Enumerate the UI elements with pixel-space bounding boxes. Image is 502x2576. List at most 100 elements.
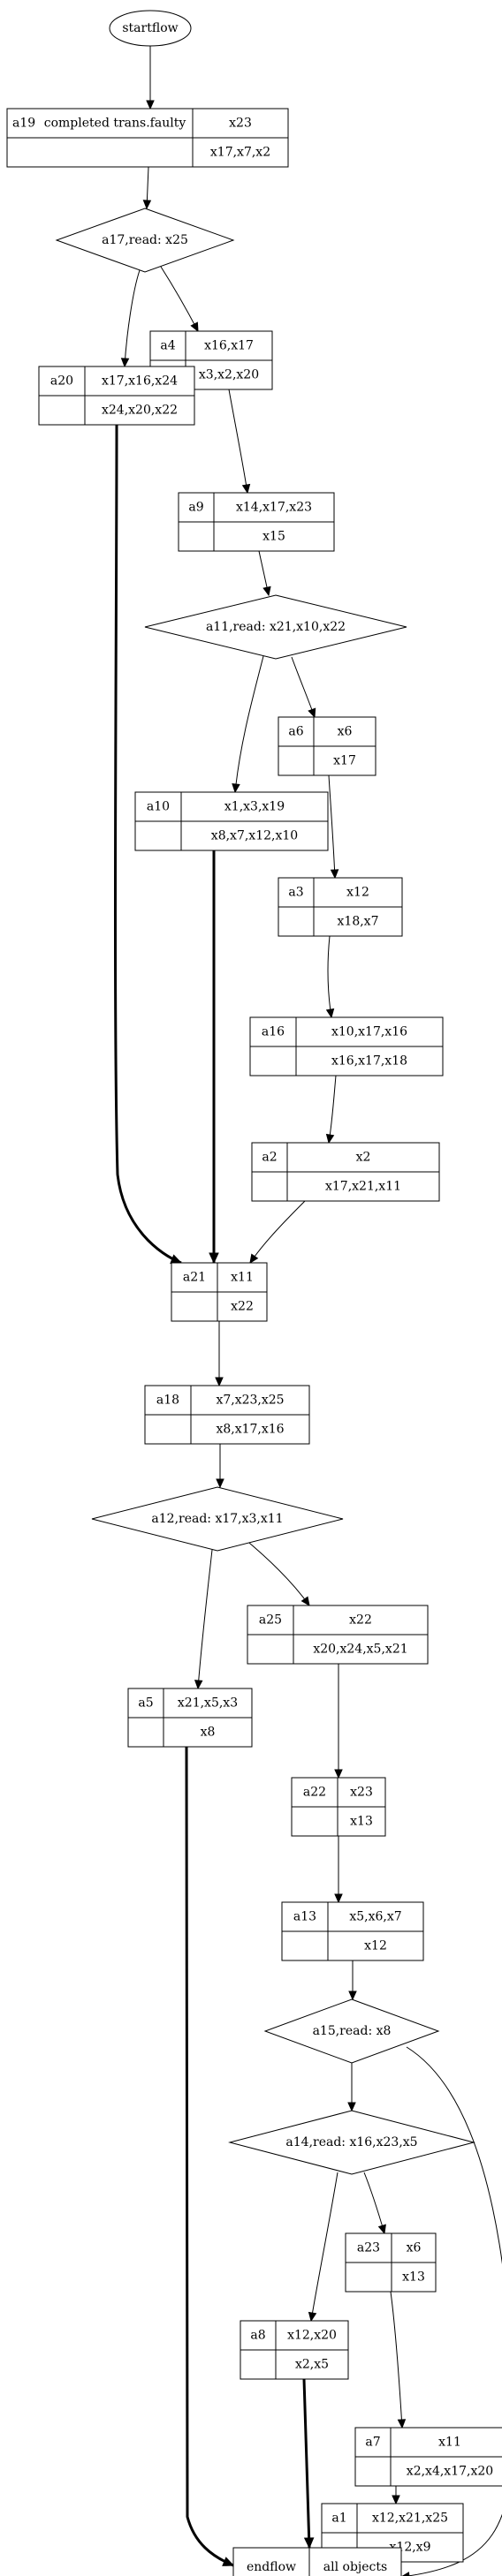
edge-a23-to-a7 bbox=[390, 2291, 407, 2429]
node-d-a17: a17,read: x25 bbox=[55, 208, 235, 273]
node-top-vars: x12,x21,x25 bbox=[372, 2512, 448, 2526]
node-id: a16 bbox=[262, 1025, 285, 1039]
arrowhead bbox=[377, 2224, 386, 2235]
node-id: a23 bbox=[357, 2241, 380, 2255]
node-top-vars: x7,x23,x25 bbox=[216, 1394, 284, 1408]
node-bottom-vars: x13 bbox=[402, 2270, 425, 2285]
node-top-vars: x11 bbox=[438, 2436, 461, 2450]
node-top-vars: x6 bbox=[338, 725, 353, 739]
node-top-vars: x6 bbox=[407, 2241, 422, 2255]
arrowhead bbox=[392, 2495, 400, 2505]
arrowhead bbox=[120, 358, 130, 368]
arrowhead bbox=[325, 1008, 335, 1019]
arrowhead bbox=[241, 483, 251, 495]
edge-a7-to-a1 bbox=[392, 2486, 400, 2505]
node-top-vars: x12,x20 bbox=[287, 2329, 337, 2343]
node-a13: a13 x5,x6,x7 x12 bbox=[281, 1901, 424, 1961]
arrowhead bbox=[170, 1254, 183, 1265]
arrowhead bbox=[308, 2311, 317, 2323]
node-a6: a6 x6 x17 bbox=[278, 716, 376, 776]
node-top-vars: x11 bbox=[231, 1271, 254, 1285]
node-id: a2 bbox=[262, 1151, 277, 1165]
end-objects-label: all objects bbox=[323, 2560, 387, 2574]
node-id: a3 bbox=[288, 886, 303, 900]
node-label: completed trans.faulty bbox=[44, 117, 186, 131]
arrowhead bbox=[334, 1893, 343, 1904]
edge-a18-to-d_a12 bbox=[216, 1444, 224, 1489]
edge-a3-to-a16 bbox=[325, 935, 335, 1019]
edge-d_a11-to-a10 bbox=[232, 655, 264, 794]
node-bottom-vars: x3,x2,x20 bbox=[199, 368, 259, 382]
node-id: a13 bbox=[293, 1910, 316, 1924]
node-top-vars: x5,x6,x7 bbox=[349, 1910, 401, 1924]
edge-a2-to-a21 bbox=[249, 1200, 306, 1265]
node-bottom-vars: x20,x24,x5,x21 bbox=[313, 1643, 407, 1657]
node-id: a6 bbox=[288, 725, 303, 739]
edge-start-to-a19 bbox=[146, 46, 155, 110]
node-id: a21 bbox=[183, 1271, 206, 1285]
edge-d_a17-to-a4 bbox=[160, 266, 199, 333]
node-bottom-vars: x8,x17,x16 bbox=[216, 1423, 284, 1437]
node-top-vars: x12 bbox=[346, 886, 369, 900]
arrowhead bbox=[190, 321, 199, 333]
node-bottom-vars: x17 bbox=[333, 754, 356, 768]
arrowhead bbox=[232, 783, 240, 794]
node-id: a7 bbox=[365, 2436, 380, 2450]
node-top-vars: x10,x17,x16 bbox=[331, 1025, 407, 1039]
node-a3: a3 x12 x18,x7 bbox=[278, 877, 403, 937]
node-label: startflow bbox=[122, 21, 178, 35]
arrowhead bbox=[303, 2537, 315, 2550]
node-start: startflow bbox=[109, 10, 192, 47]
edge-a13-to-d_a15 bbox=[348, 1960, 357, 2001]
node-id: a10 bbox=[147, 800, 170, 814]
arrowhead bbox=[142, 200, 152, 210]
arrowhead bbox=[194, 1680, 203, 1690]
node-bottom-vars: x12 bbox=[364, 1939, 387, 1953]
edge-d_a12-to-a25 bbox=[243, 1537, 310, 1607]
node-bottom-vars: x24,x20,x22 bbox=[102, 404, 178, 418]
arrowhead bbox=[262, 585, 271, 597]
node-a16: a16 x10,x17,x16 x16,x17,x18 bbox=[249, 1016, 444, 1076]
node-bottom-vars: x13 bbox=[350, 1815, 373, 1829]
node-bottom-vars: x16,x17,x18 bbox=[331, 1054, 407, 1069]
arrowhead bbox=[347, 2102, 356, 2112]
edge-a8-to-end bbox=[302, 2378, 315, 2550]
edge-d_a11-to-a6 bbox=[291, 656, 316, 719]
edge-d_a15-to-end bbox=[401, 2046, 502, 2576]
edge-a10-to-a21 bbox=[209, 850, 219, 1265]
node-id: a8 bbox=[250, 2329, 265, 2343]
arrowhead bbox=[325, 1133, 335, 1144]
arrowhead bbox=[146, 100, 155, 110]
arrowhead bbox=[209, 1252, 219, 1265]
node-d-a11: a11,read: x21,x10,x22 bbox=[144, 594, 407, 660]
node-id: a22 bbox=[303, 1786, 326, 1800]
edge-a16-to-a2 bbox=[325, 1075, 337, 1144]
edge-a4-to-a9 bbox=[228, 389, 251, 495]
node-bottom-vars: x8 bbox=[201, 1726, 216, 1740]
arrowhead bbox=[348, 1991, 357, 2001]
edge-a25-to-a22 bbox=[334, 1664, 343, 1779]
edge-a6-to-a3 bbox=[328, 774, 339, 880]
edge-d_a17-to-a20 bbox=[120, 269, 141, 368]
arrowhead bbox=[397, 2419, 407, 2429]
node-top-vars: x23 bbox=[350, 1786, 373, 1800]
node-bottom-vars: x15 bbox=[262, 530, 285, 544]
node-top-vars: x22 bbox=[349, 1613, 372, 1628]
edge-a21-to-a18 bbox=[215, 1321, 224, 1387]
node-id: a9 bbox=[188, 501, 203, 515]
node-a23: a23 x6 x13 bbox=[345, 2232, 437, 2293]
node-top-vars: x23 bbox=[229, 117, 252, 131]
node-bottom-vars: x18,x7 bbox=[338, 915, 379, 929]
decision-label: a14,read: x16,x23,x5 bbox=[285, 2135, 417, 2149]
node-top-vars: x17,x16,x24 bbox=[102, 374, 178, 389]
edge-d_a14-to-a8 bbox=[308, 2172, 338, 2323]
node-bottom-vars: x2,x4,x17,x20 bbox=[407, 2465, 493, 2479]
